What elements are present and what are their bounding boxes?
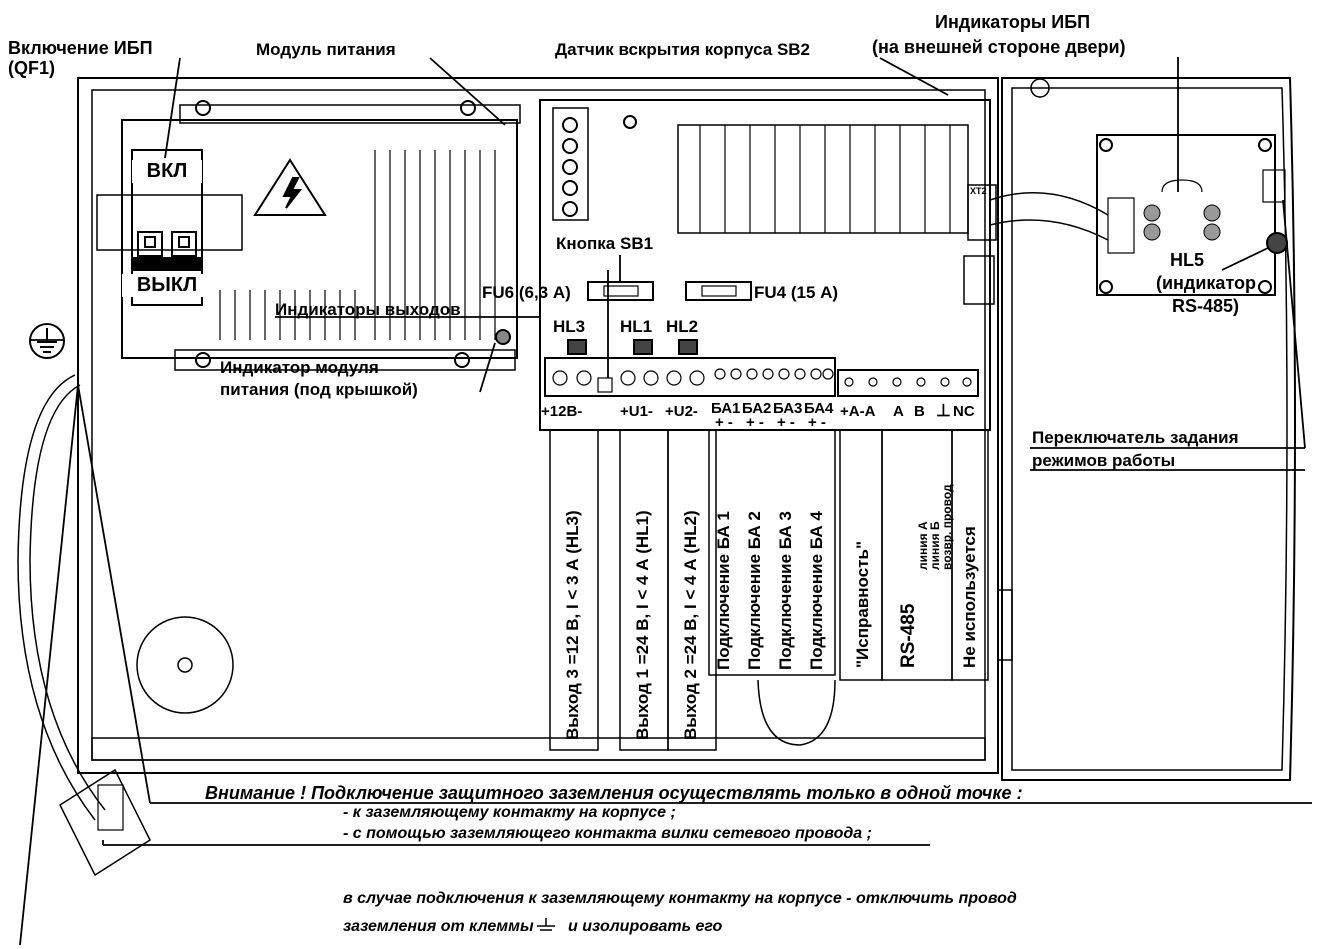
mode-switch-label: Переключатель задания	[1032, 428, 1239, 447]
terminal-ba3-polarity: + -	[777, 414, 795, 431]
rs485-return: возвр. провод	[940, 484, 954, 570]
door-indicator-board	[1096, 134, 1276, 296]
module-indicator-note: питания (под крышкой)	[220, 380, 418, 399]
terminal-ba1-label: БА1	[711, 400, 741, 417]
ba1-description: Подключение БА 1	[714, 511, 733, 670]
hl5-led	[1266, 232, 1288, 254]
warning-note: в случае подключения к заземляющему конт…	[343, 890, 1017, 907]
mode-switch-note: режимов работы	[1032, 451, 1176, 470]
power-module-label: Модуль питания	[256, 40, 396, 59]
breaker-on-label: ВКЛ	[132, 160, 202, 183]
indicator-led-icon	[495, 329, 698, 355]
terminal-gnd-label: ⊥	[936, 401, 951, 420]
ground-icon	[29, 323, 65, 359]
terminal-a-label: А	[893, 403, 904, 420]
ups-indicators-note: (на внешней стороне двери)	[872, 37, 1126, 57]
terminal-u2-label: +U2-	[665, 403, 698, 420]
mode-dip-switch	[1262, 169, 1286, 203]
terminal-ba4-polarity: + -	[808, 414, 826, 431]
ups-switch-id: (QF1)	[8, 58, 55, 78]
output-indicators-label: Индикаторы выходов	[275, 300, 461, 319]
output1-description: Выход 1 =24 В, I < 4 А (HL1)	[633, 510, 652, 740]
terminal-12v-label: +12В-	[541, 403, 583, 420]
fuse-fu4-label: FU4 (15 А)	[754, 283, 839, 302]
fuse-fu6-label: FU6 (6,3 А)	[482, 283, 571, 302]
module-indicator-label: Индикатор модуля	[220, 358, 379, 377]
output3-description: Выход 3 =12 В, I < 3 А (HL3)	[563, 510, 582, 740]
terminal-ba4-label: БА4	[804, 400, 834, 417]
breaker-off-label: ВЫКЛ	[122, 274, 212, 297]
warning-note-terminal: заземления от клеммы	[343, 918, 534, 935]
ba2-description: Подключение БА 2	[745, 511, 764, 670]
enclosure-body	[77, 77, 999, 774]
warning-item-1: - к заземляющему контакту на корпусе ;	[343, 804, 676, 821]
terminal-ba2-label: БА2	[742, 400, 772, 417]
fuse-fu4	[685, 281, 752, 301]
rs485-description: RS-485	[898, 603, 919, 668]
warning-item-2: - с помощью заземляющего контакта вилки …	[343, 825, 872, 842]
hl5-label: HL5	[1170, 250, 1205, 270]
enclosure-inner	[91, 89, 986, 761]
ups-switch-label: Включение ИБП	[8, 38, 153, 58]
ba4-description: Подключение БА 4	[807, 511, 826, 670]
status-contact-description: "Исправность"	[853, 540, 872, 668]
ba3-description: Подключение БА 3	[776, 511, 795, 670]
xt2-label: XT2	[970, 186, 987, 196]
ups-indicators-label: Индикаторы ИБП	[935, 12, 1091, 32]
terminal-ba3-label: БА3	[773, 400, 803, 417]
output2-description: Выход 2 =24 В, I < 4 А (HL2)	[681, 510, 700, 740]
control-board	[539, 99, 991, 431]
terminal-ba1-polarity: + -	[715, 414, 733, 431]
warning-note-insulate: и изолировать его	[568, 918, 723, 935]
terminal-ok-label: +А-А	[840, 403, 876, 420]
terminal-block-rs485	[837, 369, 979, 397]
power-module	[121, 119, 518, 359]
terminal-u1-label: +U1-	[620, 403, 653, 420]
high-voltage-icon	[253, 158, 327, 216]
ground-terminal-icon	[537, 918, 555, 931]
unused-description: Не используется	[960, 526, 979, 668]
button-sb1-label: Кнопка SB1	[556, 234, 654, 253]
fuse-fu6	[587, 281, 654, 301]
terminal-block-outputs	[544, 357, 836, 397]
hl1-label: HL1	[620, 317, 653, 336]
terminal-nc-label: NC	[953, 403, 975, 420]
hl5-note: (индикатор	[1156, 273, 1257, 293]
button-sb1	[597, 377, 613, 393]
enclosure-door	[1001, 77, 1296, 781]
case-sensor-label: Датчик вскрытия корпуса SB2	[555, 40, 811, 59]
warning-title: Внимание ! Подключение защитного заземле…	[205, 783, 1023, 803]
hl2-label: HL2	[666, 317, 699, 336]
heatsink	[677, 124, 969, 234]
hl3-label: HL3	[553, 317, 586, 336]
terminal-ba2-polarity: + -	[746, 414, 764, 431]
hl5-interface: RS-485)	[1172, 296, 1240, 316]
terminal-b-label: В	[914, 403, 925, 420]
